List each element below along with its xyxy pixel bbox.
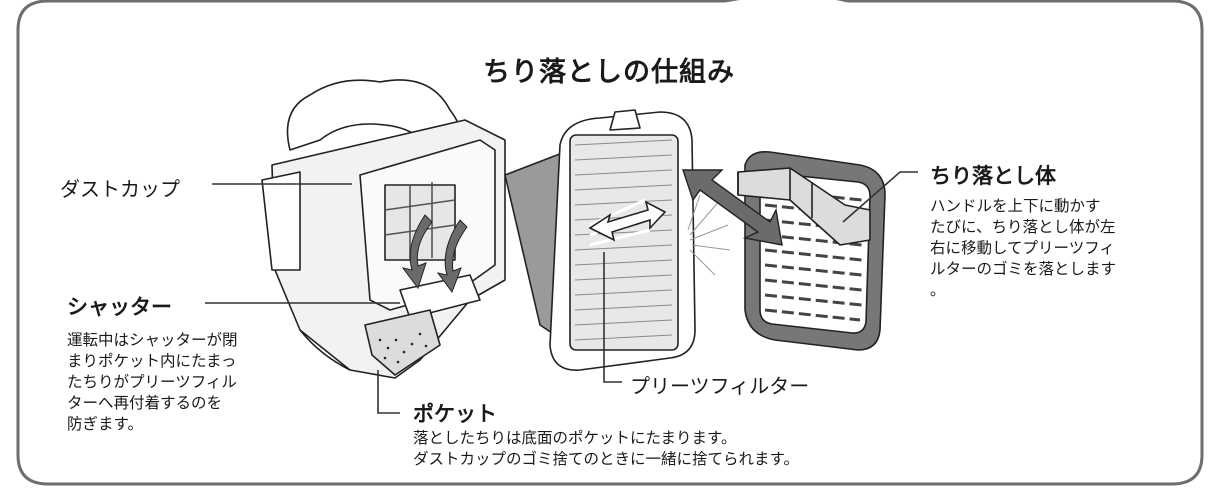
leader-pleats [603, 252, 622, 383]
frame-border [16, 0, 1204, 486]
dust-fall-arrows [401, 214, 468, 294]
shaker-illustration [737, 150, 886, 351]
label-pocket-description: 落としたちりは底面のポケットにたまります。 ダストカップのゴミ捨てのときに一緒に… [413, 429, 799, 468]
label-dust-cup: ダストカップ [60, 177, 180, 201]
diagram-title: ちり落としの仕組み [483, 57, 735, 88]
label-pocket-heading: ポケット [413, 402, 497, 426]
dust-cup-illustration [261, 79, 506, 379]
label-pleats-filter: プリーツフィルター [630, 374, 810, 398]
leader-shaker [842, 171, 918, 223]
filter-shake-lines [687, 194, 731, 276]
label-shaker-description: ハンドルを上下に動かす たびに、ちり落とし体が左 右に移動してプリーツフィ ルタ… [930, 197, 1117, 299]
frame-tail [724, 0, 849, 3]
filter-left-right-arrow [588, 200, 667, 242]
leader-lines [205, 171, 918, 414]
shaker-motion-arrow [682, 169, 783, 246]
label-shutter-description: 運転中はシャッターが閉 まりポケット内にたまっ たちりがプリーツフィル ターへ再… [67, 331, 238, 433]
label-shaker-heading: ちり落とし体 [930, 164, 1056, 188]
leader-pocket [377, 370, 400, 414]
pleats-filter-illustration [504, 109, 696, 371]
label-shutter-heading: シャッター [67, 295, 172, 319]
